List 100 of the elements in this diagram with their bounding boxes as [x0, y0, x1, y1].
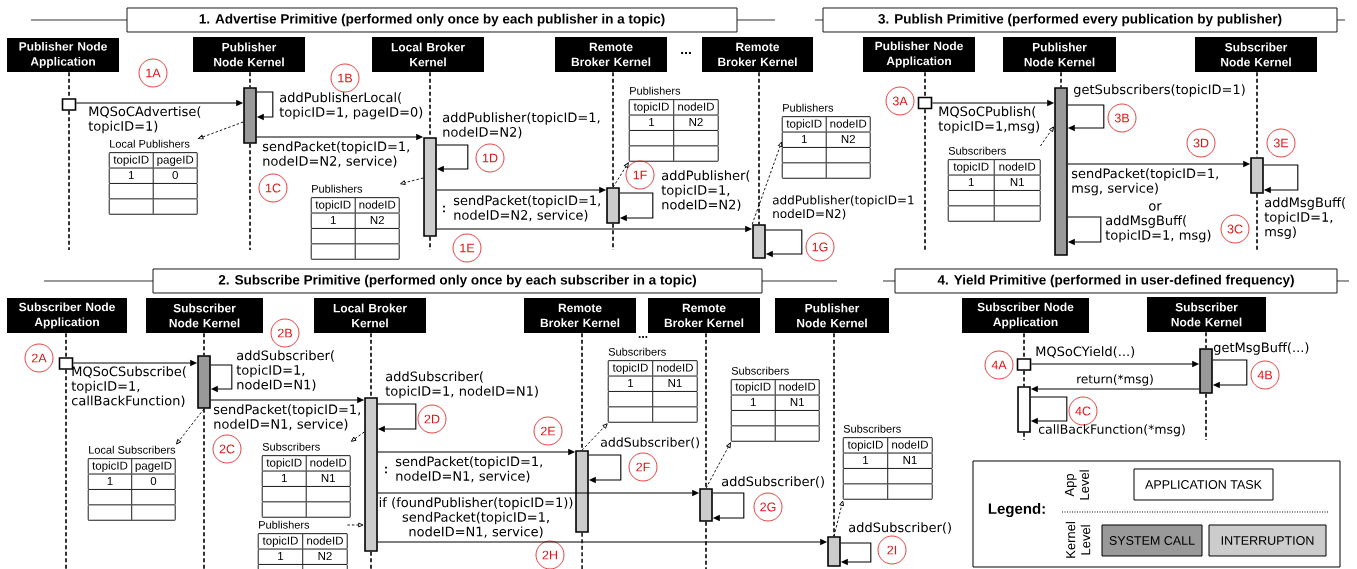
- lifeline: [370, 332, 372, 398]
- dashed-arrow: [612, 162, 629, 188]
- lifeline: [1060, 71, 1062, 88]
- lifeline-header: Subscriber Node Application: [7, 298, 127, 333]
- lifeline-header: Publisher Node Kernel: [1003, 37, 1116, 72]
- activation-bar: [827, 536, 841, 567]
- lifeline: [1023, 432, 1025, 441]
- activation-bar: [1199, 348, 1213, 394]
- lifeline: [249, 143, 251, 251]
- lifeline: [1023, 332, 1025, 359]
- lifeline-header: Publisher Node Kernel: [193, 37, 305, 72]
- section-title: 2. Subscribe Primitive (performed only once by each subscriber in a topic): [152, 268, 763, 294]
- ellipsis: :: [443, 205, 445, 213]
- lifeline: [612, 71, 614, 188]
- activation-bar: [1054, 87, 1068, 256]
- lifeline: [1205, 331, 1207, 349]
- activation-bar: [1250, 157, 1264, 194]
- lifeline: [924, 71, 926, 98]
- self-call-arrow: [619, 192, 654, 222]
- data-table: Subscribers topicID nodeID 1 N1: [947, 146, 1041, 222]
- level-label: Kernel Level: [1065, 522, 1091, 558]
- lifeline-header: Subscriber Node Kernel: [1195, 37, 1317, 72]
- lifeline-header: Remote Broker Kernel: [648, 298, 760, 333]
- self-call-arrow: [588, 454, 622, 484]
- message-label: addPublisher( topicID=1, nodeID=N2): [661, 170, 750, 211]
- message-label: sendPacket(topicID=1, nodeID=N1, service): [395, 456, 543, 483]
- data-table: Subscribers topicID nodeID 1 N1: [261, 442, 351, 518]
- self-call-arrow: [840, 542, 872, 566]
- message-label: addSubscriber( topicID=1, nodeID=N1): [236, 350, 334, 391]
- dashed-arrow: [346, 522, 364, 528]
- self-call-arrow: [1067, 104, 1105, 132]
- dashed-arrow: [1039, 126, 1054, 147]
- message-label: addSubscriber( topicID=1, nodeID=N1): [385, 371, 538, 399]
- lifeline: [758, 71, 760, 225]
- activation-box: [61, 98, 77, 111]
- message-label: getMsgBuff(...): [1213, 342, 1309, 355]
- lifeline-header: Local Broker Kernel: [372, 37, 484, 72]
- lifeline: [203, 408, 205, 569]
- message-label: sendPacket(topicID=1, nodeID=N1, service): [213, 404, 361, 431]
- data-table: Publishers topicID nodeID 1 N2: [781, 103, 871, 179]
- lifeline: [203, 332, 205, 356]
- legend-title: Legend:: [988, 502, 1045, 517]
- self-call-arrow: [1030, 396, 1068, 425]
- message-label: addPublisher(topicID=1 nodeID=N2): [772, 195, 914, 220]
- dashed-arrow: [400, 177, 424, 185]
- dashed-arrow: [350, 431, 365, 442]
- data-table: Publishers topicID nodeID 1 N2: [628, 86, 719, 162]
- lifeline-header: Subscriber Node Kernel: [146, 298, 263, 333]
- message-label: addPublisherLocal( topicID=1, pageID=0): [279, 92, 423, 120]
- lifeline: [581, 532, 583, 569]
- message-label: sendPacket(topicID=1, msg, service): [1071, 168, 1218, 196]
- data-table: Publishers topicID nodeID 1 N2: [257, 520, 348, 569]
- dashed-arrow: [198, 121, 244, 140]
- annotation-text: or: [1149, 203, 1162, 211]
- activation-box: [58, 357, 74, 370]
- lifeline: [705, 521, 707, 569]
- lifeline: [581, 332, 583, 451]
- self-call-arrow: [210, 364, 233, 393]
- activation-bar: [752, 224, 766, 259]
- activation-bar: [575, 450, 589, 533]
- lifeline: [1205, 393, 1207, 441]
- message-label: addMsgBuff( topicID=1, msg): [1105, 215, 1211, 243]
- activation-bar: [243, 87, 257, 144]
- lifeline: [65, 369, 67, 569]
- activation-bar: [423, 137, 437, 237]
- message-label: getSubscribers(topicID=1): [1073, 84, 1245, 97]
- lifeline: [833, 332, 835, 537]
- lifeline: [65, 332, 67, 358]
- message-label: addSubscriber(): [600, 437, 699, 449]
- activation-bar: [197, 355, 211, 409]
- self-call-arrow: [712, 492, 745, 522]
- message-label: MQSoCPublish( topicID=1,msg): [938, 106, 1040, 134]
- self-call-arrow: [377, 403, 417, 433]
- activation-bar: [1017, 386, 1031, 433]
- lifeline: [1023, 370, 1025, 387]
- level-label: App Level: [1064, 470, 1090, 500]
- lifeline: [1256, 193, 1258, 251]
- dashed-arrow: [833, 500, 844, 537]
- message-label: MQSoCYield(...): [1036, 346, 1135, 358]
- lifeline-header: Remote Broker Kernel: [702, 37, 813, 72]
- ellipsis: :: [385, 466, 387, 474]
- message-label: addSubscriber(): [849, 522, 951, 534]
- activation-bar: [699, 488, 713, 522]
- data-table: Subscribers topicID nodeID 1 N1: [842, 424, 933, 500]
- data-table: Subscribers topicID nodeID 1 N1: [607, 347, 698, 423]
- data-table: Publishers topicID nodeID 1 N2: [310, 184, 400, 260]
- lifeline-header: Remote Broker Kernel: [524, 298, 636, 333]
- lifeline: [68, 110, 70, 251]
- self-call-arrow: [436, 144, 469, 173]
- message-label: addSubscriber(): [722, 476, 824, 488]
- lifeline: [429, 71, 431, 138]
- dashed-arrow: [581, 423, 608, 451]
- lifeline-header: Subscriber Node Application: [962, 298, 1089, 333]
- lifeline-header: Publisher Node Application: [7, 38, 119, 72]
- lifeline: [249, 71, 251, 88]
- self-call-arrow: [1212, 359, 1248, 389]
- lifeline-header: Local Broker Kernel: [314, 298, 426, 333]
- message-label: MQSoCSubscribe( topicID=1, callBackFunction): [71, 366, 186, 407]
- data-table: Subscribers topicID nodeID 1 N1: [730, 366, 820, 442]
- data-table: Local Subscribers topicID pageID 1 0: [87, 445, 176, 521]
